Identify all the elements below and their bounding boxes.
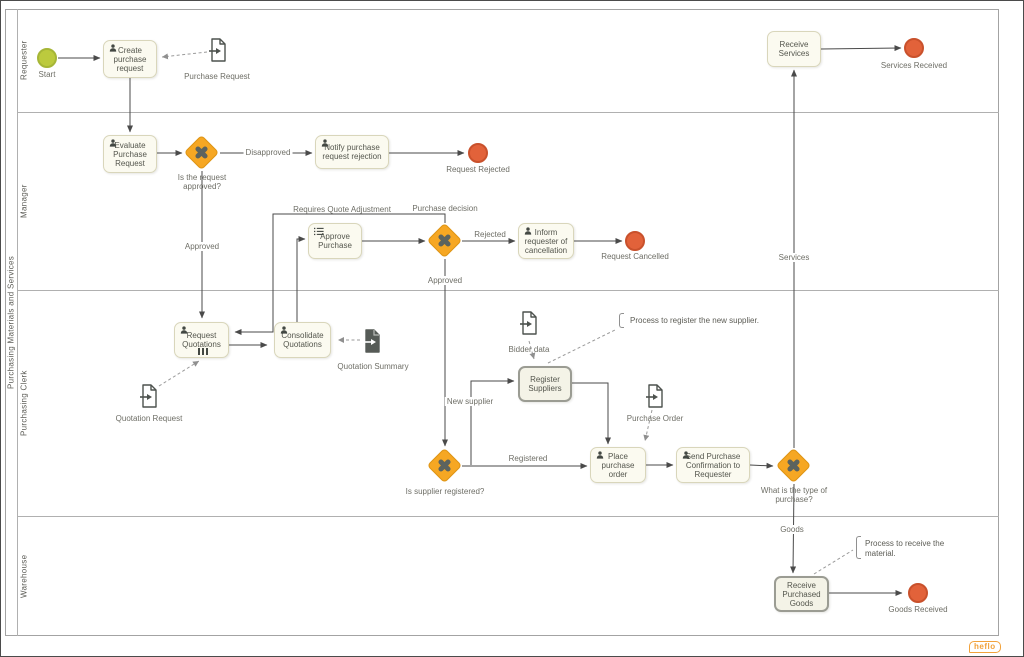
task-label: Notify purchase request rejection (322, 143, 382, 161)
document-label-quotation-summary: Quotation Summary (337, 362, 409, 371)
end-label-request-rejected: Request Rejected (446, 165, 510, 174)
end-event-request-rejected[interactable] (468, 143, 488, 163)
user-icon (109, 139, 117, 147)
task-register-suppliers[interactable]: Register Suppliers (518, 366, 572, 402)
gateway-label-purchase-decision: Purchase decision (412, 204, 478, 213)
lane-divider-1 (17, 112, 999, 113)
gateway-label-is-request-approved: Is the request approved? (177, 173, 227, 191)
edge-label-requires-quote-adjustment: Requires Quote Adjustment (293, 205, 391, 214)
pool-border (5, 9, 999, 636)
task-label: Place purchase order (601, 451, 635, 479)
document-bidder-data[interactable] (520, 311, 538, 335)
task-approve-purchase[interactable]: Approve Purchase (308, 223, 362, 259)
task-request-quotations[interactable]: Request Quotations (174, 322, 229, 358)
task-label: Receive Purchased Goods (782, 580, 821, 608)
edge-label-disapproved: Disapproved (243, 148, 293, 157)
document-label-purchase-order: Purchase Order (626, 414, 684, 423)
lane-label-manager: Manager (19, 184, 29, 218)
user-icon (180, 326, 188, 334)
document-quotation-request[interactable] (140, 384, 158, 408)
task-label: Evaluate Purchase Request (113, 140, 147, 168)
end-label-goods-received: Goods Received (888, 605, 948, 614)
document-purchase-request[interactable] (209, 38, 227, 62)
lane-label-purchasing-clerk: Purchasing Clerk (19, 370, 29, 436)
end-label-services-received: Services Received (880, 61, 948, 70)
task-label: Register Suppliers (528, 375, 562, 393)
list-icon (314, 227, 324, 236)
edge-label-approved-request: Approved (182, 242, 222, 251)
user-icon (280, 326, 288, 334)
task-label: Consolidate Quotations (281, 331, 324, 349)
task-label: Create purchase request (113, 45, 147, 73)
user-icon (109, 44, 117, 52)
edge-label-new-supplier: New supplier (444, 397, 496, 406)
annotation-bracket-receive (856, 536, 861, 559)
task-inform-cancellation[interactable]: Inform requester of cancellation (518, 223, 574, 259)
user-icon (682, 451, 690, 459)
task-consolidate-quotations[interactable]: Consolidate Quotations (274, 322, 331, 358)
pool-label-divider (17, 9, 18, 636)
document-quotation-summary[interactable] (363, 329, 381, 353)
edge-label-services: Services (776, 253, 812, 262)
end-label-request-cancelled: Request Cancelled (601, 252, 669, 261)
heflo-logo[interactable]: heflo (969, 641, 1001, 653)
multi-instance-marker (198, 348, 208, 355)
annotation-register-supplier: Process to register the new supplier. (630, 316, 759, 325)
task-notify-rejection[interactable]: Notify purchase request rejection (315, 135, 389, 169)
task-receive-services[interactable]: Receive Services (767, 31, 821, 67)
end-event-goods-received[interactable] (908, 583, 928, 603)
lane-label-warehouse: Warehouse (19, 554, 29, 598)
lane-label-requester: Requester (19, 40, 29, 81)
annotation-receive-material: Process to receive the material. (865, 539, 945, 558)
edge-label-goods: Goods (778, 525, 806, 534)
lane-divider-3 (17, 516, 999, 517)
task-label: Approve Purchase (318, 232, 352, 250)
task-label: Request Quotations (182, 331, 221, 349)
end-event-request-cancelled[interactable] (625, 231, 645, 251)
annotation-bracket-register (619, 313, 624, 328)
task-label: Receive Services (778, 40, 810, 58)
task-place-purchase-order[interactable]: Place purchase order (590, 447, 646, 483)
document-label-bidder-data: Bidder data (508, 345, 550, 354)
start-event[interactable] (37, 48, 57, 68)
task-send-purchase-confirmation[interactable]: Send Purchase Confirmation to Requester (676, 447, 750, 483)
document-label-purchase-request: Purchase Request (184, 72, 250, 81)
document-purchase-order[interactable] (646, 384, 664, 408)
end-event-services-received[interactable] (904, 38, 924, 58)
start-event-label: Start (38, 70, 56, 79)
document-label-quotation-request: Quotation Request (115, 414, 183, 423)
pool-label: Purchasing Materials and Services (6, 255, 16, 390)
gateway-label-is-supplier-registered: Is supplier registered? (405, 487, 485, 496)
task-label: Inform requester of cancellation (524, 227, 568, 255)
task-receive-purchased-goods[interactable]: Receive Purchased Goods (774, 576, 829, 612)
task-evaluate-purchase-request[interactable]: Evaluate Purchase Request (103, 135, 157, 173)
user-icon (524, 227, 532, 235)
task-label: Send Purchase Confirmation to Requester (685, 451, 741, 479)
lane-divider-2 (17, 290, 999, 291)
gateway-label-type-of-purchase: What is the type of purchase? (760, 486, 828, 504)
user-icon (596, 451, 604, 459)
user-icon (321, 139, 329, 147)
task-create-purchase-request[interactable]: Create purchase request (103, 40, 157, 78)
edge-label-approved-decision: Approved (425, 276, 465, 285)
edge-label-rejected: Rejected (474, 230, 506, 239)
edge-label-registered: Registered (508, 454, 548, 463)
